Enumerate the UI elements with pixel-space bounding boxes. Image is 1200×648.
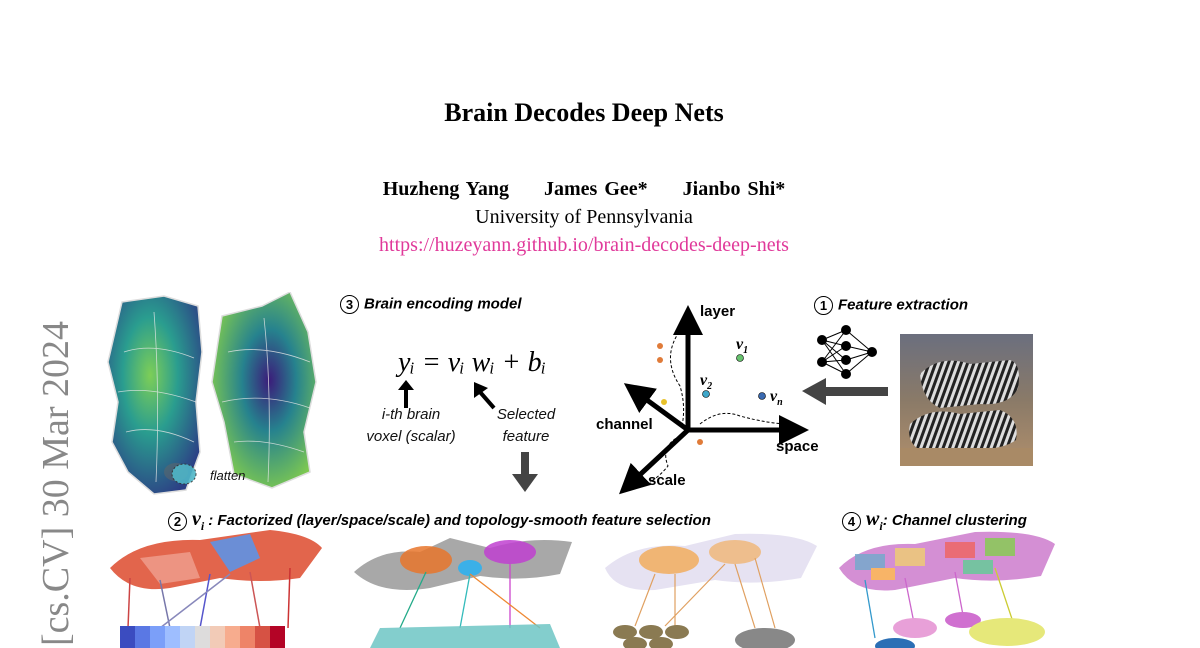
neural-network-icon bbox=[817, 325, 877, 379]
axis-space-label: space bbox=[776, 438, 819, 455]
author-list: Huzheng Yang James Gee* Jianbo Shi* bbox=[0, 178, 1168, 201]
vector-v2-label: v2 bbox=[700, 372, 713, 393]
step-2-number: 2 bbox=[168, 511, 187, 531]
vector-v1-label: v1 bbox=[736, 336, 749, 357]
left-hemisphere bbox=[107, 295, 203, 495]
vector-vn-label: vn bbox=[770, 388, 783, 409]
panel-channel-clustering bbox=[839, 531, 1055, 648]
right-hemisphere bbox=[211, 292, 317, 489]
step-4-number: 4 bbox=[842, 511, 861, 531]
flattened-brain-map bbox=[107, 292, 317, 495]
axis-channel-label: channel bbox=[596, 416, 653, 433]
flatten-label: flatten bbox=[210, 468, 246, 483]
project-url-link[interactable]: https://huzeyann.github.io/brain-decodes… bbox=[379, 234, 789, 256]
zebra-photo bbox=[900, 334, 1033, 466]
axis-layer-label: layer bbox=[700, 303, 736, 320]
feature-space-axes bbox=[619, 305, 809, 495]
panel-space-selection bbox=[354, 538, 572, 648]
down-arrow-icon bbox=[512, 452, 538, 492]
author-3: Jianbo Shi* bbox=[682, 178, 786, 200]
author-2: James Gee* bbox=[544, 178, 648, 200]
axis-scale-label: scale bbox=[648, 472, 686, 489]
equation-arrows bbox=[398, 380, 496, 410]
panel-scale-selection bbox=[605, 533, 817, 648]
arxiv-stamp-text: [cs.CV] 30 Mar 2024 bbox=[35, 321, 77, 646]
step-1-number: 1 bbox=[814, 296, 833, 315]
step-3-number: 3 bbox=[340, 295, 359, 314]
arxiv-stamp: [cs.CV] 30 Mar 2024 bbox=[35, 321, 77, 646]
left-arrow-icon bbox=[802, 378, 888, 405]
author-1: Huzheng Yang bbox=[382, 178, 510, 200]
affiliation: University of Pennsylvania bbox=[475, 206, 693, 228]
paper-title: Brain Decodes Deep Nets bbox=[444, 98, 724, 127]
panel-layer-selection bbox=[110, 530, 322, 648]
encoding-equation: yᵢ = vᵢ wᵢ + bᵢ bbox=[398, 347, 547, 378]
